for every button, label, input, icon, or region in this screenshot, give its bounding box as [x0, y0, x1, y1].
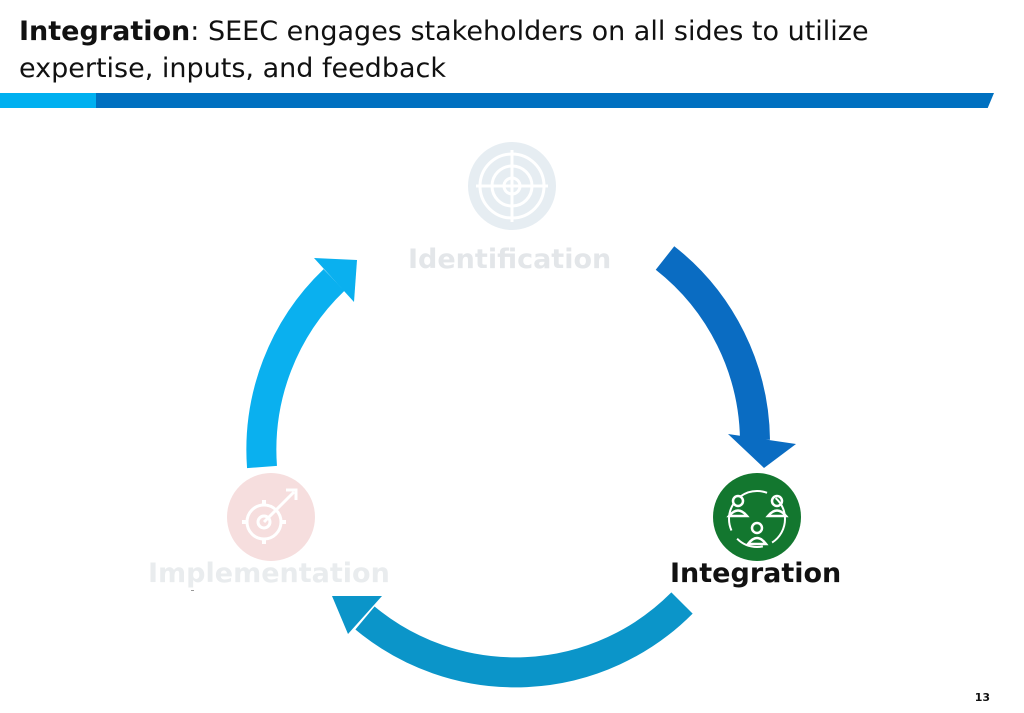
target-icon: [468, 142, 556, 230]
stakeholders-group-icon: [713, 473, 801, 561]
title-emphasis: Integration: [19, 16, 191, 47]
title-text: : SEEC engages stakeholders on all sides…: [19, 16, 869, 84]
stage-label-identification: Identification: [408, 244, 612, 275]
gear-target-icon: [227, 473, 315, 561]
arrow-implementation-to-identification: [246, 258, 357, 469]
stage-label-integration: Integration: [670, 558, 842, 589]
header-accent-bar-light: [0, 93, 96, 108]
arrow-integration-to-implementation: [332, 592, 693, 688]
stage-label-implementation: Implementation: [148, 558, 390, 589]
header-accent-bar-dark: [96, 93, 994, 108]
slide-title: Integration: SEEC engages stakeholders o…: [19, 13, 979, 87]
stray-mark: [191, 590, 194, 591]
page-number: 13: [974, 691, 990, 704]
arrow-identification-to-integration: [655, 246, 796, 468]
